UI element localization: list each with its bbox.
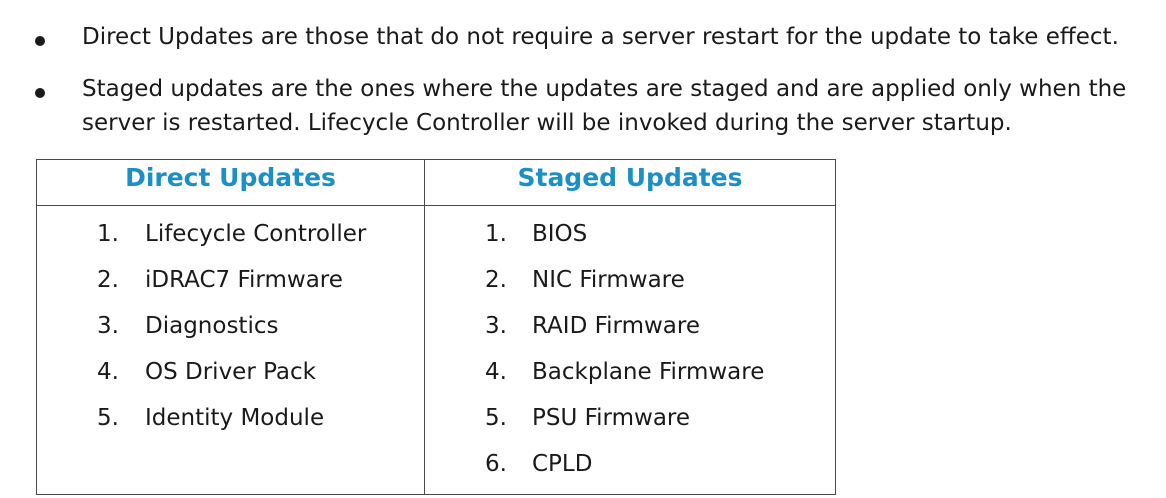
- item-label: NIC Firmware: [532, 267, 685, 293]
- list-item: 1. BIOS: [425, 218, 835, 264]
- item-number: 1.: [97, 221, 119, 247]
- bullet-dot-icon: [35, 36, 45, 46]
- item-number: 2.: [97, 267, 119, 293]
- item-label: BIOS: [532, 221, 588, 247]
- list-item: 1. Lifecycle Controller: [37, 218, 424, 264]
- item-label: RAID Firmware: [532, 313, 700, 339]
- list-item: 5. PSU Firmware: [425, 402, 835, 448]
- item-label: iDRAC7 Firmware: [145, 267, 343, 293]
- item-number: 5.: [485, 405, 507, 431]
- list-item: 3. RAID Firmware: [425, 310, 835, 356]
- list-item: 2. NIC Firmware: [425, 264, 835, 310]
- item-label: Diagnostics: [145, 313, 279, 339]
- item-label: PSU Firmware: [532, 405, 691, 431]
- direct-updates-list: 1. Lifecycle Controller 2. iDRAC7 Firmware…: [37, 206, 424, 448]
- bullet-text: Direct Updates are those that do not req…: [82, 20, 1162, 54]
- item-label: CPLD: [532, 451, 593, 477]
- item-number: 3.: [485, 313, 507, 339]
- list-item: 4. Backplane Firmware: [425, 356, 835, 402]
- bullet-line: server is restarted. Lifecycle Controlle…: [82, 110, 1012, 136]
- item-label: Backplane Firmware: [532, 359, 765, 385]
- bullet-line: Staged updates are the ones where the up…: [82, 76, 1127, 102]
- direct-updates-cell: 1. Lifecycle Controller 2. iDRAC7 Firmware…: [36, 205, 425, 495]
- item-number: 6.: [485, 451, 507, 477]
- bullet-text: Staged updates are the ones where the up…: [82, 72, 1162, 140]
- item-label: Identity Module: [145, 405, 325, 431]
- list-item: 6. CPLD: [425, 448, 835, 494]
- item-number: 4.: [97, 359, 119, 385]
- staged-updates-cell: 1. BIOS 2. NIC Firmware 3. RAID Firmware 4.…: [424, 205, 836, 495]
- bullet-dot-icon: [35, 88, 45, 98]
- item-label: Lifecycle Controller: [145, 221, 367, 247]
- bullet-line: Direct Updates are those that do not req…: [82, 24, 1119, 50]
- item-label: OS Driver Pack: [145, 359, 316, 385]
- item-number: 4.: [485, 359, 507, 385]
- staged-updates-list: 1. BIOS 2. NIC Firmware 3. RAID Firmware 4.…: [425, 206, 835, 494]
- list-item: 2. iDRAC7 Firmware: [37, 264, 424, 310]
- updates-table: Direct Updates Staged Updates 1. Lifecycl…: [36, 159, 836, 495]
- list-item: 3. Diagnostics: [37, 310, 424, 356]
- list-item: 4. OS Driver Pack: [37, 356, 424, 402]
- header-direct-updates: Direct Updates: [36, 159, 425, 206]
- item-number: 1.: [485, 221, 507, 247]
- table-header-row: Direct Updates Staged Updates: [36, 159, 836, 206]
- item-number: 3.: [97, 313, 119, 339]
- list-item: 5. Identity Module: [37, 402, 424, 448]
- header-staged-updates: Staged Updates: [424, 159, 836, 206]
- item-number: 5.: [97, 405, 119, 431]
- table-row: 1. Lifecycle Controller 2. iDRAC7 Firmware…: [36, 205, 836, 495]
- item-number: 2.: [485, 267, 507, 293]
